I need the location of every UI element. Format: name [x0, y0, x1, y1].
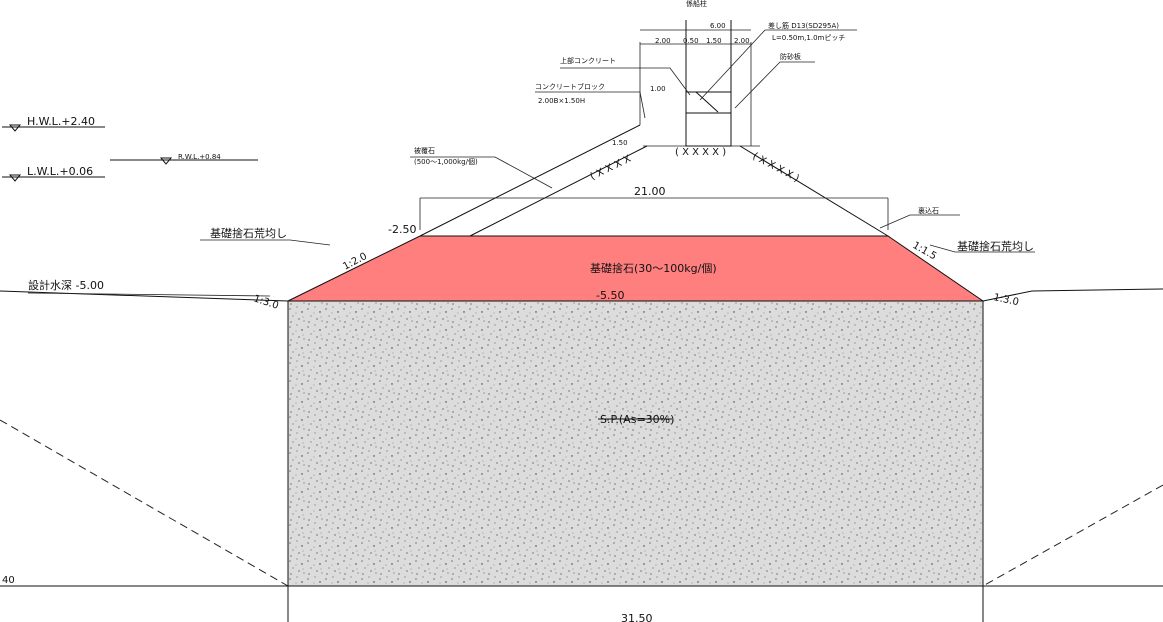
armor-stone-label: 被覆石: [414, 146, 435, 155]
left-edge-depth: 40: [2, 575, 15, 586]
dim-slope: 1.50: [612, 139, 628, 147]
leader-block: [535, 91, 646, 119]
armor-slope-left-outer: [419, 124, 641, 237]
rubble-symbol-left: ( X X X X: [588, 153, 633, 182]
foundation-rubble-label: 基礎捨石(30～100kg/個): [590, 261, 717, 275]
leader-leveling-right: [929, 244, 1035, 253]
dim-c: 1.50: [706, 37, 722, 45]
plate-label: 防砂板: [780, 52, 801, 61]
lwl-label: L.W.L.+0.06: [27, 165, 93, 178]
excavation-slope-left: [0, 419, 289, 587]
dowel-bar: [695, 91, 719, 113]
concrete-block: [685, 112, 732, 147]
block-size-label: 2.00B×1.50H: [538, 97, 585, 105]
slope-left-lower: 1:3.0: [252, 293, 280, 311]
dim-block-h: 1.00: [650, 85, 666, 93]
leader-backfill: [879, 214, 960, 229]
armor-stone-weight-label: (500～1,000kg/個): [414, 157, 478, 166]
rwl-triangle: [159, 157, 173, 165]
leader-leveling-left: [200, 239, 331, 246]
dim-b: 0.50: [683, 37, 699, 45]
dim-d: 2.00: [734, 37, 750, 45]
dowel-label: 差し筋 D13(SD295A): [768, 21, 839, 30]
armor-slope-left-inner: [469, 145, 648, 237]
bollard-label: 係船柱: [686, 0, 707, 8]
leader-design-depth: [27, 292, 271, 297]
dim-a: 2.00: [655, 37, 671, 45]
armor-slope-right: [739, 145, 889, 237]
rubble-symbol-right: ( X X X X ): [751, 151, 801, 185]
leader-dowel-diag: [699, 29, 766, 101]
slope-right-lower: 1:3.0: [992, 292, 1019, 308]
top-concrete: [685, 91, 732, 114]
excavation-slope-right: [982, 484, 1163, 587]
leader-armor-stone: [410, 156, 553, 189]
dim-total: 6.00: [710, 22, 726, 30]
elev-top-left: -2.50: [388, 223, 416, 236]
leader-plate: [734, 61, 815, 109]
top-concrete-label: 上部コンクリート: [560, 56, 616, 65]
width-bottom-label: 31.50: [621, 612, 653, 622]
block-label: コンクリートブロック: [535, 82, 605, 91]
width-top-label: 21.00: [634, 185, 666, 198]
sand-pile-area: [287, 300, 984, 587]
leader-top-concrete: [560, 67, 691, 96]
hwl-triangle: [8, 124, 22, 132]
hwl-label: H.W.L.+2.40: [27, 115, 95, 128]
leveling-right-label: 基礎捨石荒均し: [957, 239, 1034, 253]
leveling-left-label: 基礎捨石荒均し: [210, 226, 287, 240]
seabed-right: [982, 288, 1163, 302]
backfill-label: 裏込石: [918, 206, 939, 215]
rwl-label: R.W.L.+0.84: [178, 153, 221, 161]
lwl-triangle: [8, 174, 22, 182]
elev-base: -5.50: [596, 289, 624, 302]
seabed-left: [0, 290, 289, 302]
design-depth-label: 設計水深 -5.00: [28, 278, 104, 292]
dowel-spec-label: L=0.50m,1.0mピッチ: [772, 34, 845, 42]
rubble-symbol-top: ( X X X X ): [675, 147, 726, 158]
